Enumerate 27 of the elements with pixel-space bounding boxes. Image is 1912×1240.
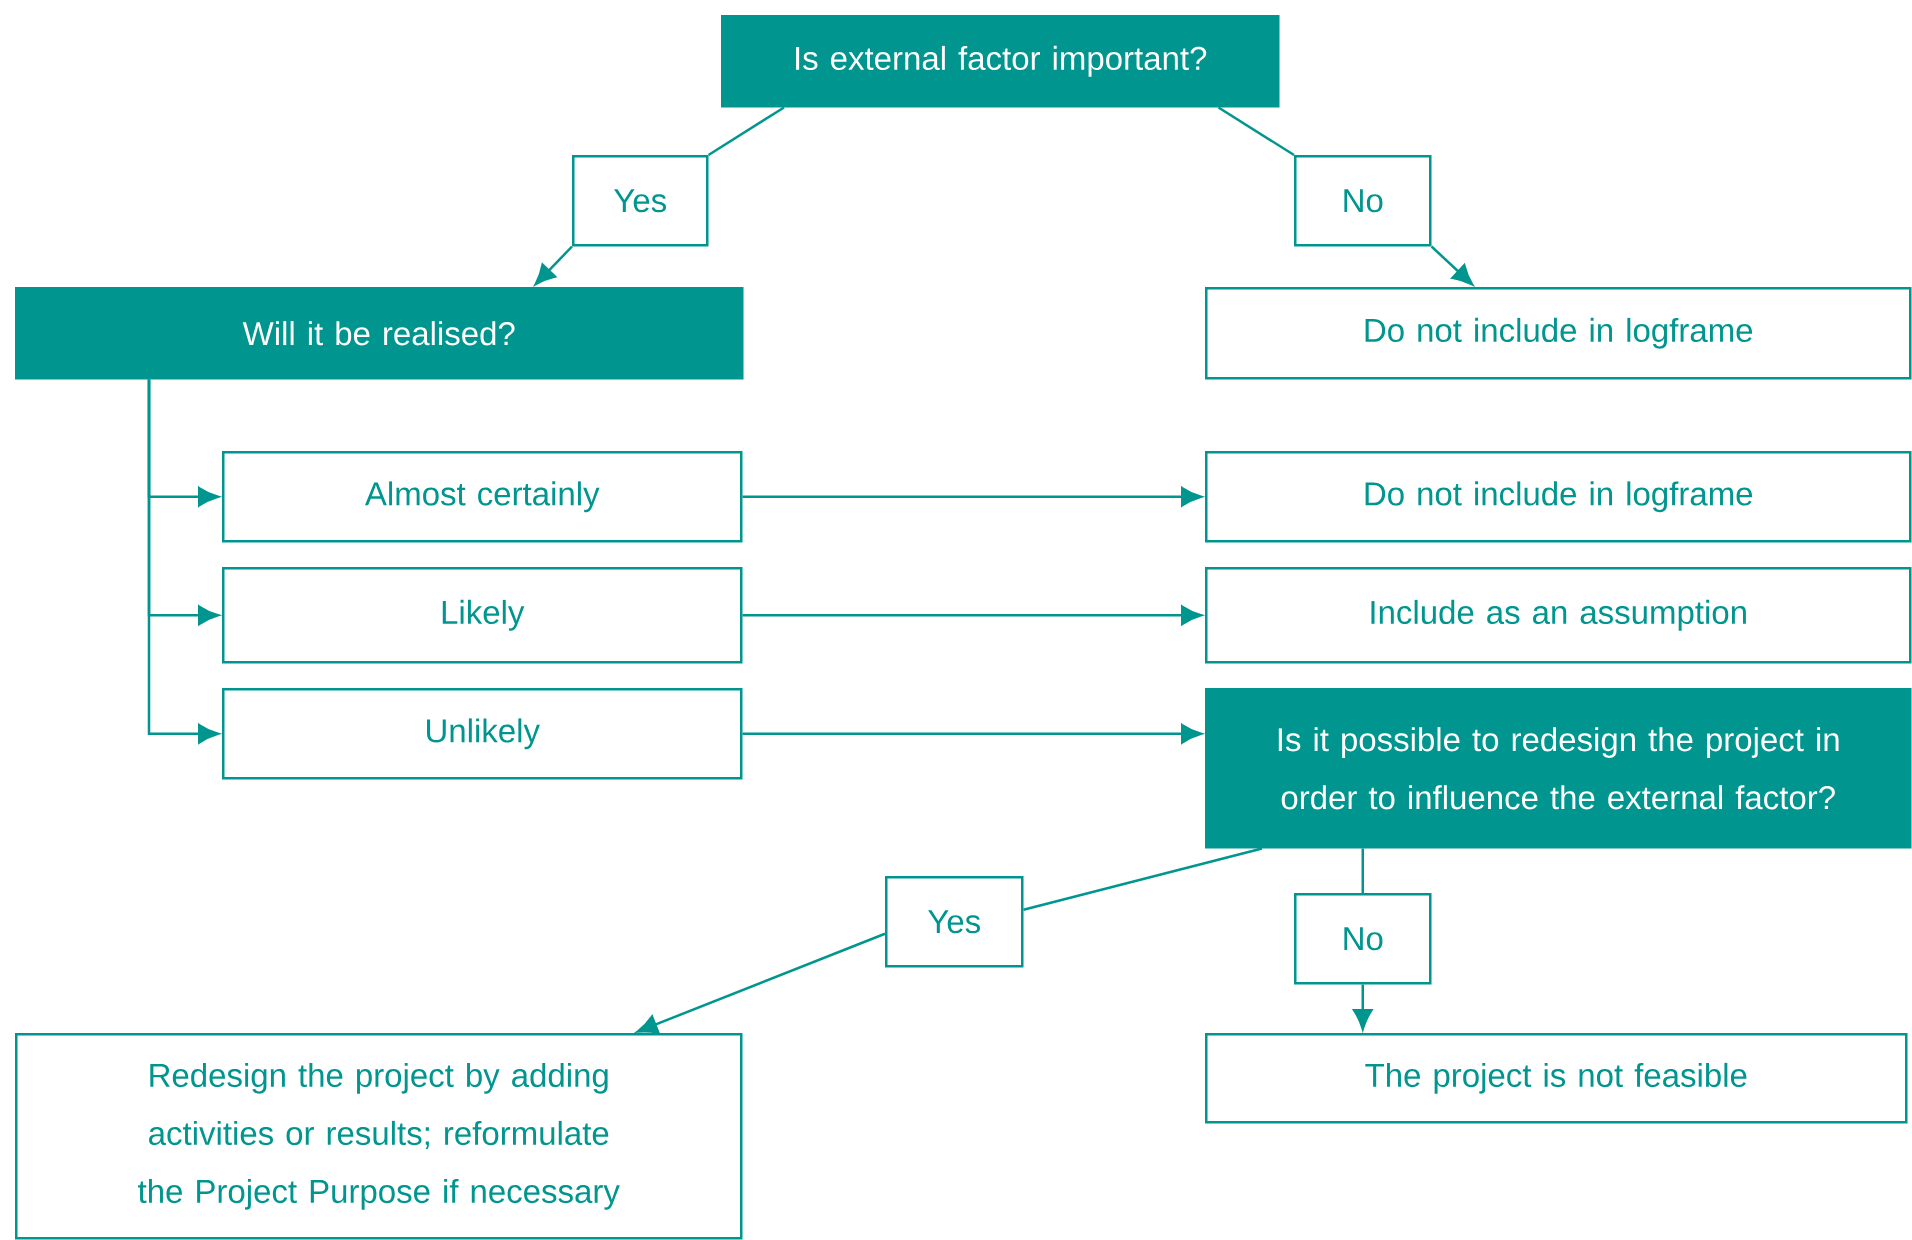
- outcome-box: Redesign the project by adding activities or results; reformulate the Project Purpose if necessary: [15, 1033, 743, 1240]
- answer-box: No: [1294, 893, 1432, 985]
- option-box: Likely: [222, 567, 743, 664]
- arrow: [1430, 245, 1474, 286]
- outcome-box: Do not include in logframe: [1205, 287, 1912, 380]
- arrow: [742, 486, 1202, 507]
- answer-box: Yes: [572, 155, 709, 247]
- connector-line: [707, 106, 785, 157]
- answer-box: Yes: [885, 876, 1024, 968]
- outcome-box: Include as an assumption: [1205, 567, 1912, 664]
- option-box: Unlikely: [222, 688, 743, 780]
- arrow: [742, 723, 1202, 744]
- option-box: Almost certainly: [222, 451, 743, 543]
- arrow: [742, 605, 1202, 626]
- decision-box: Will it be realised?: [15, 287, 744, 380]
- arrow: [1352, 984, 1373, 1030]
- outcome-box: The project is not feasible: [1205, 1033, 1908, 1124]
- arrow: [636, 932, 886, 1034]
- connector-line: [1361, 848, 1364, 893]
- decision-box: Is external factor important?: [721, 15, 1280, 108]
- connector-line: [1217, 106, 1295, 157]
- arrow: [147, 379, 219, 744]
- connector-line: [1023, 847, 1263, 911]
- arrow: [534, 245, 573, 286]
- decision-box: Is it possible to redesign the project in order to influence the external factor?: [1205, 688, 1912, 849]
- outcome-box: Do not include in logframe: [1205, 451, 1912, 543]
- answer-box: No: [1294, 155, 1432, 247]
